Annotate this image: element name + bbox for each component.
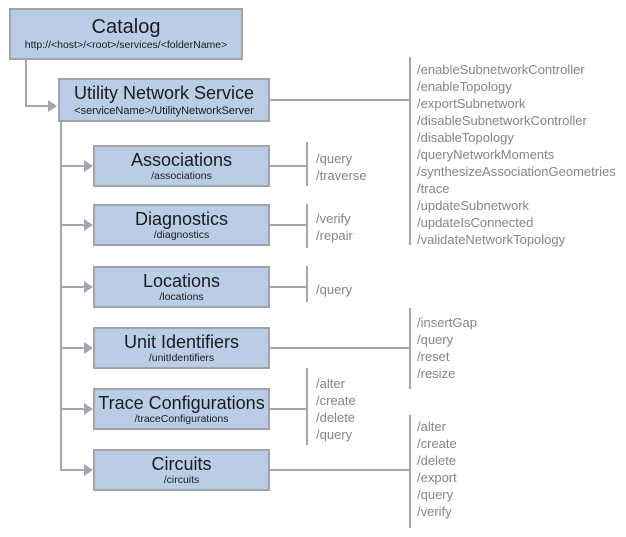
operations-bar-service <box>409 57 411 245</box>
operation-item: /query <box>316 282 353 297</box>
branch-associations <box>60 165 85 167</box>
operation-item: /exportSubnetwork <box>417 96 526 111</box>
connector-trace-configurations-to-operations <box>270 408 307 410</box>
resource-title: Associations <box>130 149 233 170</box>
branch-diagnostics <box>60 224 85 226</box>
operations-bar-unit-identifiers <box>409 308 411 389</box>
branch-locations <box>60 286 85 288</box>
operation-item: /disableSubnetworkController <box>417 113 587 128</box>
operation-item: /disableTopology <box>417 130 514 145</box>
catalog-url: http://<host>/<root>/services/<folderNam… <box>24 39 228 51</box>
arrowhead-trace-configurations-icon <box>84 403 93 415</box>
operation-item: /resize <box>417 366 456 381</box>
operations-bar-trace-configurations <box>306 368 308 445</box>
resource-title: Unit Identifiers <box>123 331 240 352</box>
resource-title: Locations <box>142 270 221 291</box>
resource-path: /traceConfigurations <box>134 412 229 425</box>
branch-circuits <box>60 469 85 471</box>
operation-item: /delete <box>316 410 356 425</box>
operations-bar-diagnostics <box>306 204 308 248</box>
operation-item: /verify <box>316 211 351 226</box>
operation-item: /validateNetworkTopology <box>417 232 566 247</box>
node-trace-configurations: Trace Configurations /traceConfiguration… <box>93 388 270 430</box>
connector-catalog-horizontal <box>25 105 49 107</box>
operations-bar-circuits <box>409 415 411 528</box>
connector-locations-to-operations <box>270 286 307 288</box>
resource-path: /unitIdentifiers <box>148 351 215 364</box>
resource-path: /diagnostics <box>153 228 210 241</box>
branch-unit-identifiers <box>60 347 85 349</box>
connector-unit-identifiers-to-operations <box>270 347 409 349</box>
operation-item: /alter <box>417 419 446 434</box>
resource-title: Circuits <box>151 453 212 474</box>
operation-item: /query <box>417 332 454 347</box>
connector-diagnostics-to-operations <box>270 224 307 226</box>
locations-operations-list: /query <box>316 281 352 298</box>
operation-item: /synthesizeAssociationGeometries <box>417 164 616 179</box>
trace-configurations-operations-list: /alter /create /delete /query <box>316 375 356 443</box>
catalog-title: Catalog <box>91 16 161 38</box>
operation-item: /enableSubnetworkController <box>417 62 585 77</box>
operation-item: /query <box>417 487 454 502</box>
connector-catalog-vertical <box>25 60 27 106</box>
resource-path: /circuits <box>163 473 200 486</box>
resource-path: /locations <box>159 290 204 303</box>
operation-item: /query <box>316 151 353 166</box>
arrowhead-circuits-icon <box>84 464 93 476</box>
resource-title: Trace Configurations <box>98 392 265 413</box>
associations-operations-list: /query /traverse <box>316 150 367 184</box>
arrowhead-unit-identifiers-icon <box>84 342 93 354</box>
connector-service-trunk <box>60 122 62 471</box>
node-circuits: Circuits /circuits <box>93 449 270 491</box>
arrowhead-locations-icon <box>84 281 93 293</box>
branch-trace-configurations <box>60 408 85 410</box>
operations-bar-associations <box>306 142 308 186</box>
operation-item: /updateIsConnected <box>417 215 534 230</box>
operation-item: /create <box>417 436 457 451</box>
node-associations: Associations /associations <box>93 145 270 187</box>
operations-bar-locations <box>306 266 308 302</box>
operation-item: /traverse <box>316 168 367 183</box>
node-unit-identifiers: Unit Identifiers /unitIdentifiers <box>93 327 270 369</box>
operation-item: /export <box>417 470 457 485</box>
diagnostics-operations-list: /verify /repair <box>316 210 353 244</box>
service-title: Utility Network Service <box>73 82 255 103</box>
operation-item: /verify <box>417 504 452 519</box>
connector-associations-to-operations <box>270 165 307 167</box>
operation-item: /create <box>316 393 356 408</box>
node-locations: Locations /locations <box>93 266 270 308</box>
node-diagnostics: Diagnostics /diagnostics <box>93 204 270 246</box>
resource-path: /associations <box>151 169 212 182</box>
operation-item: /enableTopology <box>417 79 512 94</box>
connector-service-to-operations <box>270 99 409 101</box>
circuits-operations-list: /alter /create /delete /export /query /v… <box>417 418 457 520</box>
operation-item: /reset <box>417 349 450 364</box>
operation-item: /updateSubnetwork <box>417 198 530 213</box>
operation-item: /alter <box>316 376 345 391</box>
operation-item: /queryNetworkMoments <box>417 147 555 162</box>
operation-item: /delete <box>417 453 457 468</box>
unit-identifiers-operations-list: /insertGap /query /reset /resize <box>417 314 477 382</box>
node-catalog: Catalog http://<host>/<root>/services/<f… <box>9 8 243 60</box>
node-utility-network-service: Utility Network Service <serviceName>/Ut… <box>58 78 270 122</box>
service-operations-list: /enableSubnetworkController /enableTopol… <box>417 61 616 248</box>
operation-item: /repair <box>316 228 353 243</box>
operation-item: /trace <box>417 181 450 196</box>
service-path: <serviceName>/UtilityNetworkServer <box>74 104 254 117</box>
arrowhead-associations-icon <box>84 160 93 172</box>
operation-item: /insertGap <box>417 315 477 330</box>
connector-circuits-to-operations <box>270 469 409 471</box>
resource-title: Diagnostics <box>134 208 229 229</box>
arrowhead-catalog-to-service-icon <box>48 100 57 112</box>
operation-item: /query <box>316 427 353 442</box>
arrowhead-diagnostics-icon <box>84 219 93 231</box>
